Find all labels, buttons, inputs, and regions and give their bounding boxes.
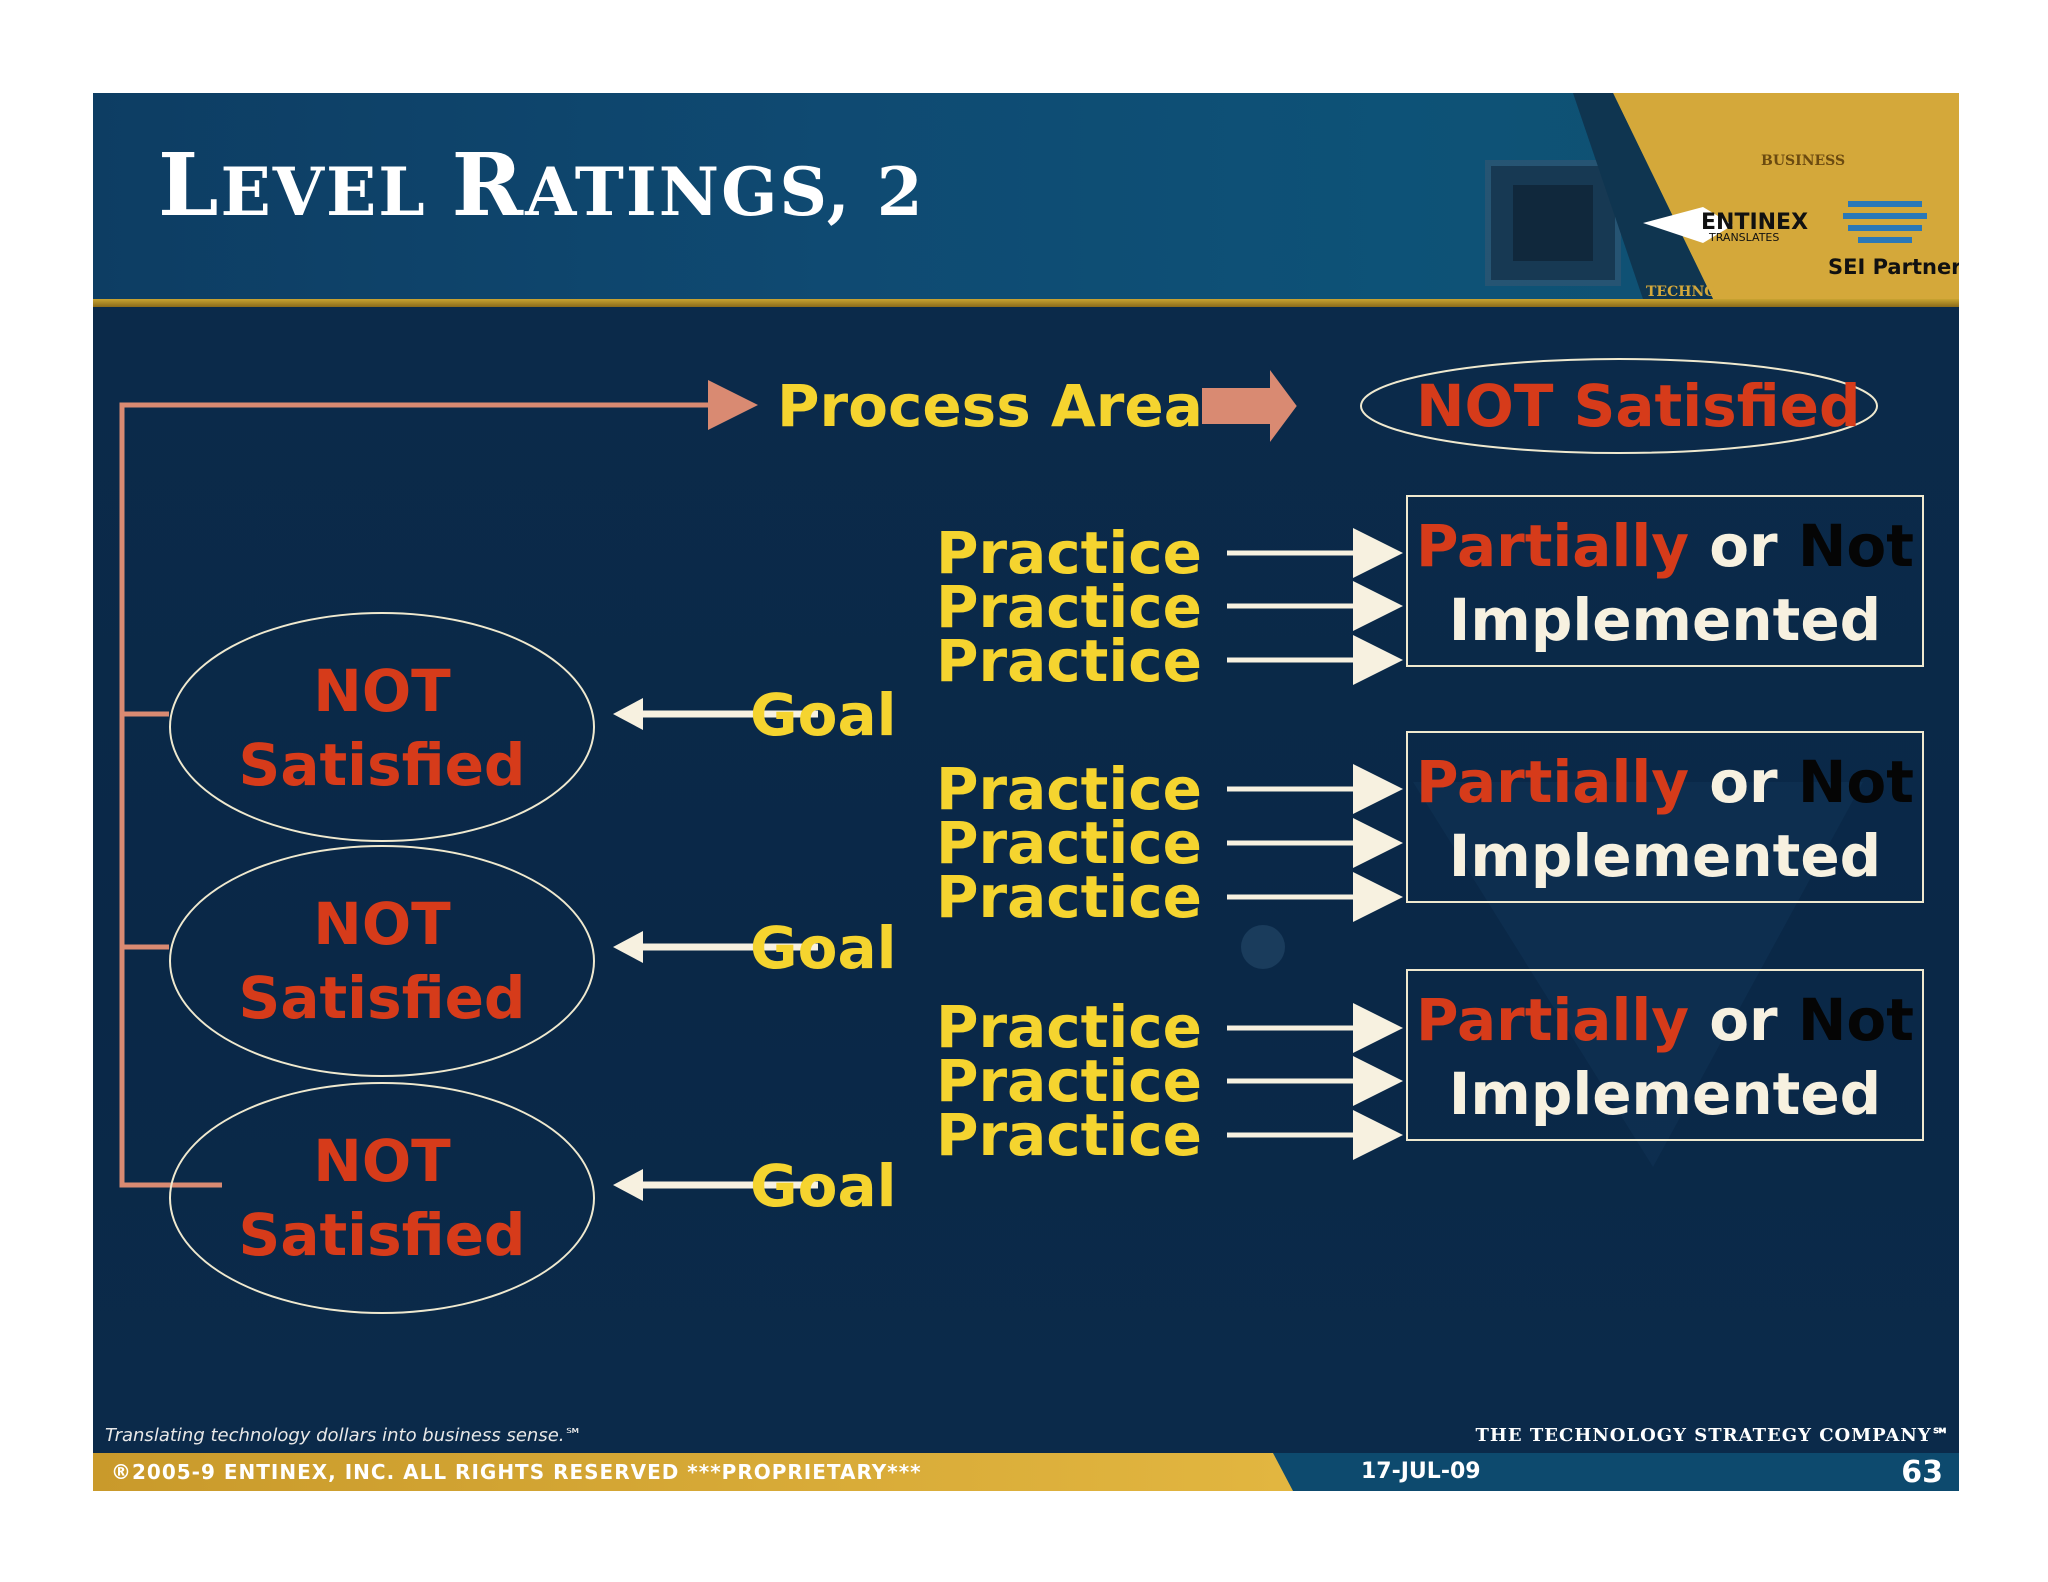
goal-2-status-line-2: Satisfied (238, 964, 526, 1032)
goal-3-result-box: Partially or Not Implemented (1406, 969, 1924, 1141)
goal-2-status-line-1: NOT (313, 890, 451, 958)
process-area-result: NOT Satisfied (1416, 372, 1861, 440)
goal-1-result-box: Partially or Not Implemented (1406, 495, 1924, 667)
footer-tagline: Translating technology dollars into busi… (105, 1425, 583, 1446)
dark-divider (1573, 93, 1713, 299)
title-part: EVEL (220, 153, 452, 231)
footer-date: 17-JUL-09 (1361, 1459, 1481, 1484)
goal-3-result-line-1: Partially or Not (1408, 983, 1922, 1057)
goal-1-label: Goal (750, 681, 897, 749)
page-number: 63 (1901, 1455, 1943, 1490)
sei-partner-text: SEI Partner (1828, 255, 1959, 279)
title-initial: L (158, 135, 221, 236)
goal-3-label: Goal (750, 1152, 897, 1220)
goal-arrows (613, 698, 818, 1201)
goal-2-practice-2: Practice (936, 809, 1202, 877)
goal-2-status-ellipse: NOT Satisfied (169, 845, 595, 1077)
chip-core (1513, 185, 1593, 261)
chip-graphic (1485, 160, 1621, 286)
process-area-result-arrow (1200, 363, 1300, 449)
logo-star (1643, 207, 1733, 243)
result-partially: Partially (1416, 512, 1690, 580)
logo-business-text: BUSINESS (1761, 153, 1845, 169)
bg-shape (1413, 782, 1863, 1167)
process-area-label: Process Area (777, 372, 1203, 440)
logo-brand-sub-text: TRANSLATES (1708, 231, 1779, 244)
logo-brand-text: ENTINEX (1701, 210, 1808, 235)
goal-1-status-line-2: Satisfied (238, 731, 526, 799)
logo-panel: BUSINESS TECHNOLOGY ENTINEX TRANSLATES S… (1573, 93, 1959, 300)
process-area-result-ellipse (1360, 358, 1878, 454)
goal-1-arrowhead (613, 698, 643, 730)
goal-3-practice-2: Practice (936, 1047, 1202, 1115)
goal-1-status-ellipse: NOT Satisfied (169, 612, 595, 842)
logo-graphic: BUSINESS TECHNOLOGY ENTINEX TRANSLATES S… (1573, 93, 1959, 300)
header-band: LEVEL RATINGS, 2 BUSINESS TECHNOLOGY EN (93, 93, 1959, 305)
goal-3-status-line-2: Satisfied (238, 1201, 526, 1269)
goal-1-practice-3: Practice (936, 627, 1202, 695)
diagram-area: Process Area NOT Satisfied NOT Satisfied… (93, 307, 1959, 1427)
goal-3-practice-1: Practice (936, 993, 1202, 1061)
goal-1-result-line-2: Implemented (1448, 586, 1882, 654)
goal-1-result-line-1: Partially or Not (1408, 509, 1922, 583)
result-or: or (1689, 748, 1798, 816)
title-initial-2: R (451, 135, 526, 236)
goal-2-result-line-1: Partially or Not (1408, 745, 1922, 819)
goal-1-practice-2: Practice (936, 573, 1202, 641)
goal-2-arrowhead (613, 931, 643, 963)
result-not: Not (1797, 512, 1914, 580)
logo-technology-text: TECHNOLOGY (1646, 284, 1761, 300)
result-partially: Partially (1416, 986, 1690, 1054)
goal-2-practice-1: Practice (936, 755, 1202, 823)
goal-2-result-box: Partially or Not Implemented (1406, 731, 1924, 903)
goal-3-arrowhead (613, 1169, 643, 1201)
practice-arrows (1227, 528, 1403, 1160)
goal-2-result-line-2: Implemented (1448, 822, 1882, 890)
result-or: or (1689, 986, 1798, 1054)
goal-1-status-line-1: NOT (313, 657, 451, 725)
goal-2-practice-3: Practice (936, 863, 1202, 931)
goal-3-practice-3: Practice (936, 1101, 1202, 1169)
result-not: Not (1797, 748, 1914, 816)
goal-3-result-line-2: Implemented (1448, 1060, 1882, 1128)
goal-1-practice-1: Practice (936, 519, 1202, 587)
bg-dot (1241, 925, 1285, 969)
slide: LEVEL RATINGS, 2 BUSINESS TECHNOLOGY EN (93, 93, 1959, 1491)
gold-panel (1613, 93, 1959, 299)
result-or: or (1689, 512, 1798, 580)
footer-copyright: ®2005-9 ENTINEX, INC. ALL RIGHTS RESERVE… (111, 1460, 922, 1484)
result-partially: Partially (1416, 748, 1690, 816)
result-not: Not (1797, 986, 1914, 1054)
goal-2-label: Goal (750, 914, 897, 982)
slide-title: LEVEL RATINGS, 2 (158, 135, 925, 236)
sei-mark-icon (1843, 201, 1927, 243)
title-part-2: ATINGS, 2 (525, 153, 925, 231)
footer-gold-band (93, 1453, 1293, 1491)
goal-3-status-ellipse: NOT Satisfied (169, 1082, 595, 1314)
header-rule (93, 299, 1959, 307)
goal-3-status-line-1: NOT (313, 1127, 451, 1195)
footer-company: THE TECHNOLOGY STRATEGY COMPANY℠ (1475, 1425, 1951, 1446)
